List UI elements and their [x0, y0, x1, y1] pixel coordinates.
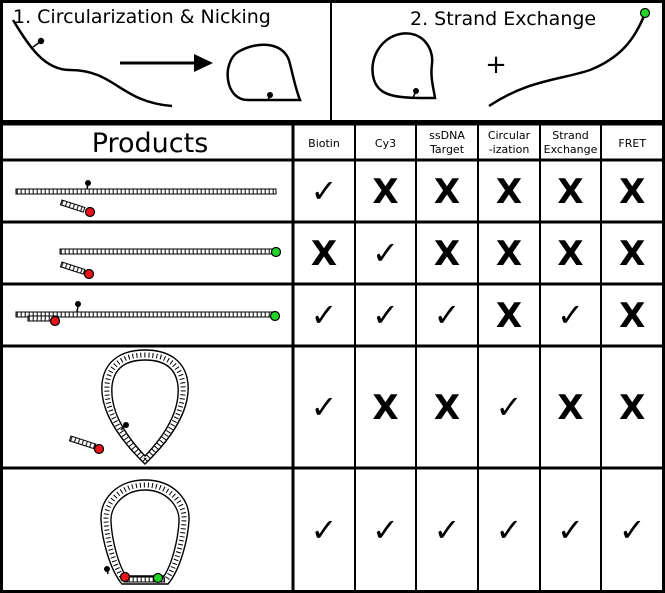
row5-acceptor-marker [152, 572, 164, 584]
x-mark-r1-c4: X [496, 172, 522, 212]
check-mark-r2-c2: ✓ [372, 234, 399, 272]
row1-cy3-marker [84, 206, 96, 218]
target-strand [488, 15, 646, 108]
product-row-5-illustration [100, 479, 190, 585]
column-header-4-line-0: Strand [552, 129, 589, 142]
x-mark-r4-c5: X [557, 388, 583, 428]
check-mark-r3-c2: ✓ [372, 296, 399, 334]
row1-short-oligo [59, 199, 86, 213]
x-mark-r2-c4: X [496, 234, 522, 274]
x-mark-r2-c5: X [557, 234, 583, 274]
check-mark-r5-c6: ✓ [619, 511, 646, 549]
check-mark-r5-c4: ✓ [496, 511, 523, 549]
check-mark-r5-c1: ✓ [311, 511, 338, 549]
x-mark-r1-c3: X [434, 172, 460, 212]
panel-title-strand-exchange: 2. Strand Exchange [410, 8, 596, 30]
product-row-2-illustration [59, 246, 282, 280]
row4-circular-strand-outer [101, 349, 189, 465]
panel-title-circularization: 1. Circularization & Nicking [13, 6, 271, 28]
x-mark-r2-c1: X [311, 234, 337, 274]
x-mark-r2-c3: X [434, 234, 460, 274]
check-mark-r4-c4: ✓ [496, 388, 523, 426]
row2-cy3-marker [83, 268, 95, 280]
column-header-2-line-0: ssDNA [429, 129, 465, 142]
top-panels: 1. Circularization & Nicking 2. Strand E… [0, 0, 665, 123]
row4-free-oligo [68, 435, 97, 450]
circularized-strand [226, 43, 302, 102]
row2-long-strand [59, 248, 273, 255]
row5-circular-strand-outer [100, 479, 190, 585]
check-mark-r3-c3: ✓ [434, 296, 461, 334]
biotin-marker [37, 37, 45, 45]
top-panel-frame [0, 0, 665, 123]
exchange-circle-strand [371, 32, 437, 100]
column-header-0: Biotin [308, 137, 340, 150]
x-mark-r1-c2: X [372, 172, 398, 212]
check-mark-r5-c2: ✓ [372, 511, 399, 549]
row2-short-oligo [59, 261, 86, 275]
check-mark-r5-c5: ✓ [557, 511, 584, 549]
x-mark-r4-c6: X [619, 388, 645, 428]
product-row-4-illustration [68, 349, 189, 465]
x-mark-r4-c2: X [372, 388, 398, 428]
column-header-3-line-1: -ization [489, 143, 530, 156]
column-header-5: FRET [618, 137, 646, 150]
product-illustrations [15, 180, 282, 585]
exchange-biotin-stem [412, 92, 416, 99]
row1-biotin-marker [85, 180, 91, 186]
row3-biotin-marker [75, 301, 81, 307]
row2-acceptor-marker [270, 246, 282, 258]
row5-biotin-marker [104, 566, 110, 572]
linear-ssdna-strand [11, 19, 173, 108]
row3-acceptor-marker [269, 310, 281, 322]
row4-circular-strand-inner [111, 359, 179, 458]
product-row-3-illustration [15, 301, 281, 327]
x-mark-r2-c6: X [619, 234, 645, 274]
check-mark-r1-c1: ✓ [311, 172, 338, 210]
x-mark-r3-c4: X [496, 296, 522, 336]
row3-cy3-marker [49, 315, 61, 327]
check-mark-r5-c3: ✓ [434, 511, 461, 549]
row5-circular-strand-inner [110, 489, 180, 577]
column-header-3-line-0: Circular [488, 129, 531, 142]
row1-long-strand [15, 188, 277, 195]
row4-biotin-marker [123, 422, 129, 428]
x-mark-r3-c6: X [619, 296, 645, 336]
x-mark-r1-c5: X [557, 172, 583, 212]
check-mark-r3-c5: ✓ [557, 296, 584, 334]
row4-circular-strand-hatch [104, 352, 186, 464]
column-header-2-line-1: Target [429, 143, 465, 156]
column-header-1: Cy3 [375, 137, 396, 150]
x-mark-r1-c6: X [619, 172, 645, 212]
row3-biotin-stem [76, 305, 79, 313]
acceptor-dye-marker [639, 7, 651, 19]
circularized-biotin-marker [267, 92, 273, 98]
row5-cy3-marker [119, 571, 131, 583]
check-mark-r3-c1: ✓ [311, 296, 338, 334]
products-header: Products [92, 128, 209, 159]
table-frame [0, 122, 665, 593]
x-mark-r4-c3: X [434, 388, 460, 428]
row4-cy3-marker [93, 443, 105, 455]
check-mark-r4-c1: ✓ [311, 388, 338, 426]
exchange-biotin-marker [413, 88, 419, 94]
plus-sign: + [485, 50, 507, 80]
column-header-4-line-1: Exchange [544, 143, 598, 156]
product-row-1-illustration [15, 180, 277, 218]
row5-circular-strand-hatch [103, 482, 187, 583]
process-arrow-head [194, 54, 213, 72]
